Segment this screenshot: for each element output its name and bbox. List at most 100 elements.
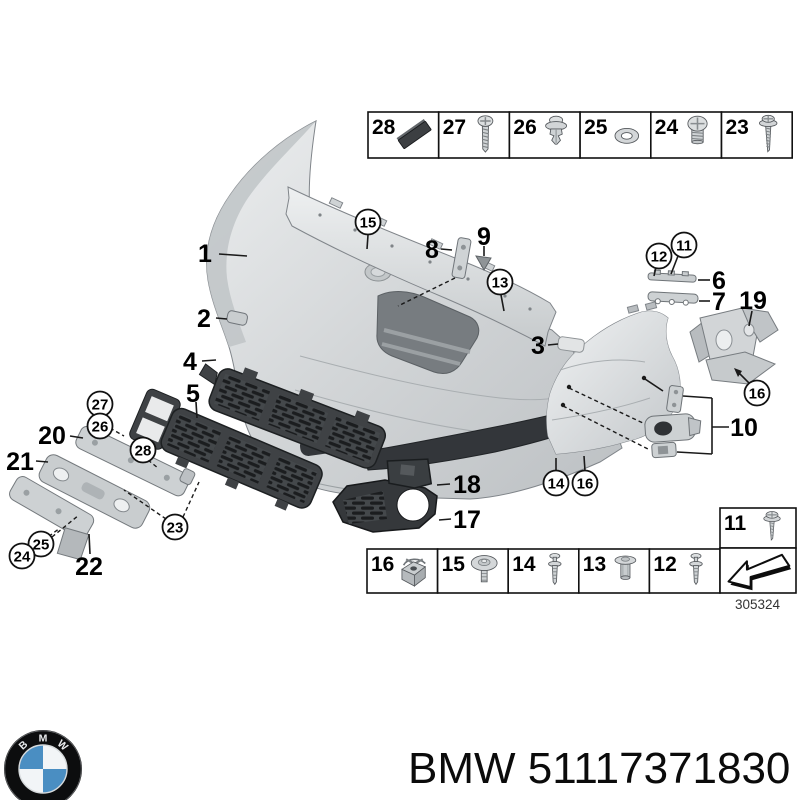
part-number-text: BMW 51117371830 — [408, 744, 791, 793]
reference-dots — [560, 375, 647, 408]
fog-lamp-grille — [332, 479, 438, 533]
svg-text:27: 27 — [92, 397, 109, 414]
fastener-cell-11: 11 — [719, 507, 797, 549]
svg-text:11: 11 — [676, 238, 692, 255]
svg-text:16: 16 — [749, 386, 766, 403]
strip-rivets — [318, 213, 532, 311]
plate-mount-21 — [38, 454, 151, 529]
fastener-cell-15: 15 — [436, 548, 510, 594]
callout-5: 5 — [186, 380, 200, 408]
svg-text:M: M — [39, 733, 48, 745]
fastener-number: 24 — [655, 116, 679, 139]
fastener-cell-25: 25 — [579, 111, 652, 159]
kidney-slats — [381, 328, 471, 366]
callout-4: 4 — [183, 348, 197, 376]
fastener-cell-26: 26 — [508, 111, 581, 159]
callout-19: 19 — [739, 287, 767, 315]
bumper-corner-piece — [546, 301, 681, 455]
callout-10: 10 — [730, 414, 758, 442]
callout-circled-14: 14 — [542, 469, 570, 497]
fastener-tables: 28 27 26 25 24 23 16 15 14 13 12 11 — [366, 111, 797, 594]
fastener-number: 11 — [724, 512, 747, 535]
callout-7: 7 — [712, 288, 726, 316]
arrowhead — [734, 368, 742, 377]
svg-text:26: 26 — [92, 419, 109, 436]
plate-mount-22 — [9, 476, 95, 561]
callout-22: 22 — [75, 553, 103, 581]
callout-circled-28: 28 — [129, 436, 157, 464]
gasket-strip-7 — [647, 291, 699, 306]
callout-circled-27: 27 — [86, 390, 114, 418]
sheet-number: 305324 — [735, 597, 781, 612]
headlamp-washer-bracket — [451, 237, 472, 279]
fastener-number: 28 — [372, 116, 396, 139]
center-grille-upper — [198, 363, 387, 469]
callout-circled-12: 12 — [645, 242, 673, 270]
fastener-number: 15 — [442, 553, 466, 576]
fastener-number: 13 — [583, 553, 606, 576]
callout-21: 21 — [6, 448, 34, 476]
center-grille-lower — [129, 388, 323, 511]
callout-8: 8 — [425, 236, 439, 264]
fastener-cell-16: 16 — [366, 548, 439, 594]
corner-tab — [626, 304, 640, 314]
direction-arrow-cell — [719, 547, 797, 594]
callout-9: 9 — [477, 223, 491, 251]
callout-circled-25: 25 — [27, 530, 55, 558]
fastener-number: 27 — [443, 116, 466, 139]
callout-circled-24: 24 — [8, 542, 36, 570]
callout-circled-16: 16 — [743, 379, 771, 407]
svg-text:14: 14 — [548, 476, 565, 493]
callout-circled-23: 23 — [161, 513, 189, 541]
callout-3: 3 — [531, 332, 545, 360]
callout-circled-15: 15 — [354, 208, 382, 236]
fastener-number: 25 — [584, 116, 608, 139]
callout-circled-13: 13 — [486, 268, 514, 296]
fastener-number: 26 — [513, 116, 536, 139]
callout-2: 2 — [197, 305, 211, 333]
svg-text:28: 28 — [135, 443, 152, 460]
svg-text:12: 12 — [651, 249, 668, 266]
crease-line — [294, 389, 481, 433]
callout-circled-26: 26 — [86, 412, 114, 440]
pdc-sensor-parts-10 — [644, 385, 702, 459]
fastener-number: 16 — [371, 553, 394, 576]
tow-hook-cap — [226, 310, 248, 326]
corner-crease — [551, 359, 651, 421]
fastener-cell-28: 28 — [367, 111, 440, 159]
callout-20: 20 — [38, 422, 66, 450]
bumper-left-shade — [206, 121, 316, 347]
fastener-number: 12 — [653, 553, 676, 576]
fastener-cell-13: 13 — [577, 548, 651, 594]
callout-6: 6 — [712, 267, 726, 295]
svg-text:24: 24 — [14, 549, 31, 566]
leader-lines — [35, 234, 753, 555]
fastener-cell-27: 27 — [437, 111, 511, 159]
fastener-cell-12: 12 — [648, 548, 721, 594]
washer-icon — [614, 127, 640, 144]
svg-text:15: 15 — [360, 215, 377, 232]
kidney-grille-opening — [376, 291, 480, 375]
fog-lamp-bracket — [386, 458, 433, 489]
fastener-cell-14: 14 — [507, 548, 580, 594]
fastener-cell-23: 23 — [720, 111, 793, 159]
corner-tab — [644, 301, 658, 311]
callout-circled-11: 11 — [670, 231, 698, 259]
strip-tab — [328, 197, 344, 209]
svg-text:16: 16 — [577, 476, 594, 493]
svg-text:13: 13 — [492, 275, 509, 292]
callout-1: 1 — [198, 240, 212, 268]
svg-text:23: 23 — [167, 520, 184, 537]
fastener-number: 23 — [726, 116, 749, 139]
svg-text:25: 25 — [33, 537, 50, 554]
fastener-number: 14 — [512, 553, 536, 576]
callout-circled-16: 16 — [571, 469, 599, 497]
strip-tab — [428, 238, 444, 250]
callout-17: 17 — [453, 506, 481, 534]
small-clip-part9 — [475, 255, 492, 271]
callout-18: 18 — [453, 471, 481, 499]
